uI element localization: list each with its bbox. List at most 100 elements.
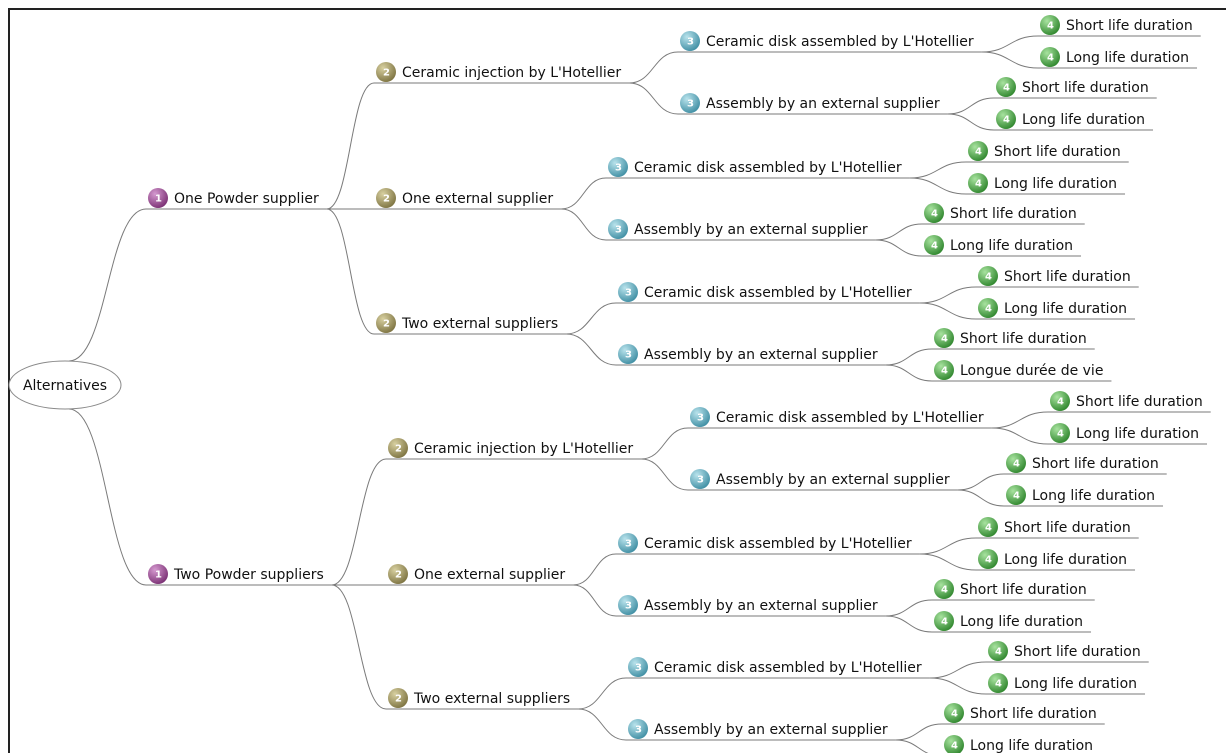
topic-label: Short life duration xyxy=(1032,456,1159,472)
priority-number: 3 xyxy=(635,725,642,736)
priority-4-icon xyxy=(934,611,954,631)
edge-l3-to-l4 xyxy=(885,599,933,617)
topic-label: Longue durée de vie xyxy=(960,363,1103,379)
priority-2-icon xyxy=(376,313,396,333)
topic-label: Ceramic disk assembled by L'Hotellier xyxy=(634,160,902,176)
priority-number: 4 xyxy=(931,241,938,252)
priority-4-icon xyxy=(944,735,964,753)
edge-l3-to-l4 xyxy=(885,364,933,382)
priority-4-icon xyxy=(924,235,944,255)
priority-number: 3 xyxy=(697,475,704,486)
edge-l3-to-l4 xyxy=(875,239,923,257)
edge-l3-to-l4 xyxy=(919,302,977,320)
priority-number: 3 xyxy=(615,225,622,236)
priority-4-icon xyxy=(978,549,998,569)
edge-l3-to-l4 xyxy=(909,161,967,179)
topic-label: Short life duration xyxy=(960,331,1087,347)
priority-number: 4 xyxy=(951,709,958,720)
priority-4-icon xyxy=(1040,47,1060,67)
priority-number: 1 xyxy=(155,194,162,205)
topic-label: Assembly by an external supplier xyxy=(654,722,888,738)
priority-4-icon xyxy=(978,517,998,537)
topic-label: Long life duration xyxy=(1076,426,1199,442)
topic-level1[interactable]: 1 One Powder supplier xyxy=(148,188,319,208)
edge-l3-to-l4 xyxy=(991,411,1049,429)
priority-number: 3 xyxy=(635,663,642,674)
topic-label: Assembly by an external supplier xyxy=(644,598,878,614)
priority-2-icon xyxy=(388,564,408,584)
priority-number: 4 xyxy=(975,179,982,190)
topic-label: One external supplier xyxy=(414,567,565,583)
priority-number: 4 xyxy=(995,679,1002,690)
priority-4-icon xyxy=(1006,453,1026,473)
edge-l2-to-l3 xyxy=(578,677,627,710)
priority-4-icon xyxy=(1050,391,1070,411)
topic-level4[interactable]: 4 Short life duration xyxy=(934,579,1087,599)
edge-l2-to-l3 xyxy=(566,302,617,335)
priority-number: 3 xyxy=(625,288,632,299)
topic-level3[interactable]: 3 Assembly by an external supplier xyxy=(628,719,888,739)
edge-l3-to-l4 xyxy=(947,97,995,115)
priority-number: 4 xyxy=(1013,491,1020,502)
edge-l2-to-l3 xyxy=(641,427,689,460)
central-topic[interactable]: Alternatives xyxy=(8,360,122,410)
priority-number: 4 xyxy=(941,585,948,596)
topic-label: Short life duration xyxy=(960,582,1087,598)
priority-number: 3 xyxy=(625,350,632,361)
edge-l3-to-l4 xyxy=(947,113,995,131)
priority-number: 3 xyxy=(615,163,622,174)
edge-l3-to-l4 xyxy=(957,489,1005,507)
edge-l1-to-l2 xyxy=(326,208,375,335)
topic-level3[interactable]: 3 Ceramic disk assembled by L'Hotellier xyxy=(608,157,902,177)
topic-label: One Powder supplier xyxy=(174,191,319,207)
edge-l3-to-l4 xyxy=(895,723,943,741)
priority-4-icon xyxy=(988,673,1008,693)
priority-4-icon xyxy=(934,360,954,380)
priority-number: 4 xyxy=(931,209,938,220)
edge-l3-to-l4 xyxy=(957,473,1005,491)
priority-4-icon xyxy=(1050,423,1070,443)
edge-l2-to-l3 xyxy=(561,208,607,241)
diagram-frame xyxy=(8,8,1226,753)
